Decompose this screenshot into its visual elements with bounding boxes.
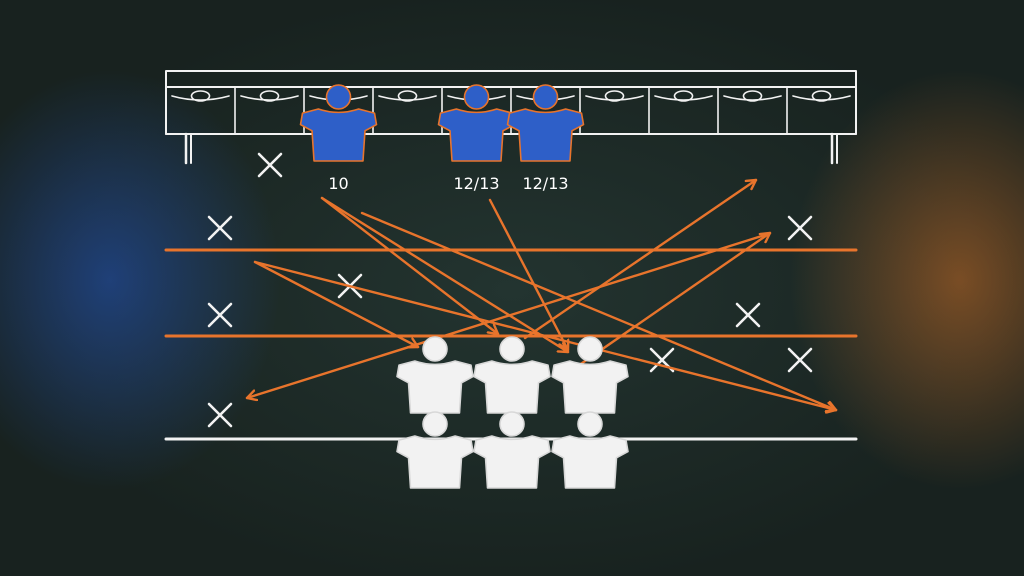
bench-seat bbox=[579, 86, 644, 135]
movement-arrows bbox=[247, 178, 838, 410]
formation-player bbox=[396, 411, 474, 489]
x-marker-icon bbox=[787, 215, 813, 241]
movement-arrow bbox=[247, 232, 770, 398]
bench-seat bbox=[234, 86, 299, 135]
bench-player: 10 bbox=[299, 84, 378, 193]
bench-seat bbox=[786, 86, 851, 135]
player-head bbox=[577, 336, 603, 362]
movement-arrow bbox=[320, 196, 570, 354]
shirt-icon bbox=[473, 435, 551, 489]
bench-player: 12/13 bbox=[506, 84, 585, 193]
player-number: 10 bbox=[328, 174, 348, 193]
bench-seat bbox=[372, 86, 437, 135]
x-marker-icon bbox=[735, 302, 761, 328]
player-head bbox=[499, 336, 525, 362]
movement-arrow bbox=[253, 260, 420, 347]
x-marker-icon bbox=[207, 302, 233, 328]
x-marker-icon bbox=[207, 402, 233, 428]
x-marker-icon bbox=[787, 347, 813, 373]
movement-arrow bbox=[573, 231, 772, 370]
formation-player bbox=[551, 411, 629, 489]
bench-seat bbox=[171, 90, 230, 102]
movement-arrow bbox=[360, 211, 838, 410]
bench-seat bbox=[648, 86, 713, 135]
movement-arrow bbox=[523, 178, 758, 340]
movement-arrow bbox=[488, 198, 568, 352]
player-head bbox=[325, 84, 352, 110]
seat-headrest bbox=[190, 90, 211, 102]
x-marker-icon bbox=[257, 152, 283, 178]
x-marker-icon bbox=[207, 215, 233, 241]
formation-player bbox=[396, 336, 474, 414]
seat-headrest bbox=[673, 90, 694, 102]
player-formation bbox=[396, 336, 629, 489]
shirt-icon bbox=[506, 108, 585, 162]
formation-player bbox=[473, 411, 551, 489]
defender-markers bbox=[207, 152, 813, 428]
shirt-icon bbox=[437, 108, 516, 162]
shirt-icon bbox=[473, 360, 551, 414]
shirt-icon bbox=[551, 360, 629, 414]
seat-headrest bbox=[259, 90, 280, 102]
shirt-icon bbox=[299, 108, 378, 162]
shirt-icon bbox=[396, 435, 474, 489]
bench-seat bbox=[717, 86, 782, 135]
player-head bbox=[422, 411, 448, 437]
seat-headrest bbox=[811, 90, 832, 102]
bench-players: 10 12/13 12/13 bbox=[299, 84, 585, 193]
movement-arrow bbox=[320, 196, 500, 336]
player-number: 12/13 bbox=[522, 174, 568, 193]
bench-player: 12/13 bbox=[437, 84, 516, 193]
bench-backrest bbox=[165, 70, 857, 88]
shirt-icon bbox=[396, 360, 474, 414]
seat-headrest bbox=[604, 90, 625, 102]
player-head bbox=[499, 411, 525, 437]
player-number: 12/13 bbox=[453, 174, 499, 193]
seat-headrest bbox=[397, 90, 418, 102]
player-head bbox=[422, 336, 448, 362]
player-head bbox=[532, 84, 559, 110]
formation-player bbox=[551, 336, 629, 414]
formation-player bbox=[473, 336, 551, 414]
shirt-icon bbox=[551, 435, 629, 489]
player-head bbox=[463, 84, 490, 110]
player-head bbox=[577, 411, 603, 437]
movement-arrow bbox=[253, 260, 838, 410]
seat-headrest bbox=[742, 90, 763, 102]
